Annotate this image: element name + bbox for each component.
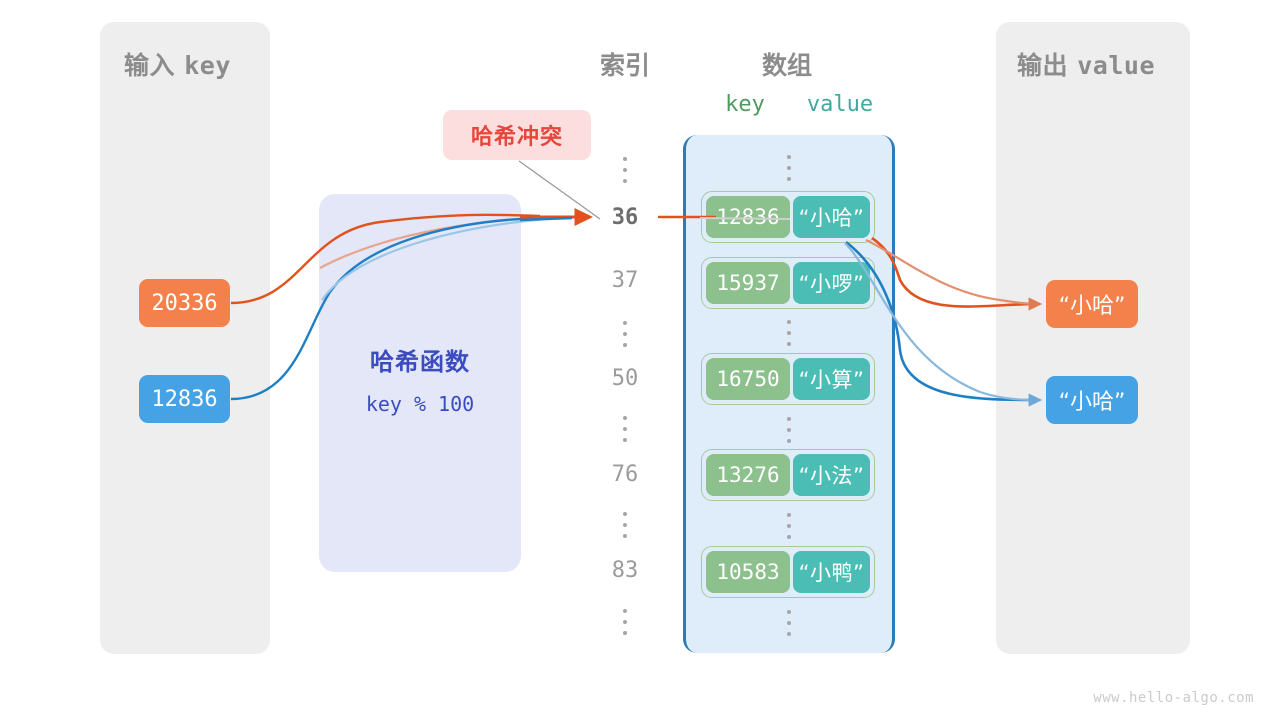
input-panel-title-mono: key xyxy=(184,51,231,80)
output-panel-title: 输出 value xyxy=(1017,46,1155,82)
index-label-76: 76 xyxy=(611,462,639,487)
array-cell: 16750“小算” xyxy=(701,353,875,405)
array-cell-key: 12836 xyxy=(706,196,790,238)
input-key-1: 12836 xyxy=(139,375,230,423)
array-cell-value: “小啰” xyxy=(793,262,870,304)
output-panel-title-mono: value xyxy=(1077,51,1155,80)
array-ellipsis xyxy=(783,417,795,443)
hash-function-formula: key % 100 xyxy=(365,392,475,416)
index-label-36: 36 xyxy=(611,205,639,230)
array-cell-key: 15937 xyxy=(706,262,790,304)
index-label-37: 37 xyxy=(611,268,639,293)
hash-function-box xyxy=(319,194,521,572)
index-label-83: 83 xyxy=(611,558,639,583)
array-ellipsis xyxy=(783,320,795,346)
output-value-0: “小哈” xyxy=(1046,280,1138,328)
array-cell-key: 16750 xyxy=(706,358,790,400)
array-ellipsis xyxy=(783,155,795,181)
value-sub-heading: value xyxy=(806,92,874,117)
output-panel-title-cn: 输出 xyxy=(1017,51,1069,80)
index-ellipsis xyxy=(619,321,631,347)
index-ellipsis xyxy=(619,416,631,442)
array-cell-value: “小算” xyxy=(793,358,870,400)
input-key-0-label: 20336 xyxy=(151,290,218,316)
array-cell-key: 13276 xyxy=(706,454,790,496)
array-cell: 10583“小鸭” xyxy=(701,546,875,598)
input-panel xyxy=(100,22,270,654)
site-watermark: www.hello-algo.com xyxy=(1093,690,1254,706)
array-cell: 13276“小法” xyxy=(701,449,875,501)
output-value-1-label: “小哈” xyxy=(1058,390,1126,415)
output-panel xyxy=(996,22,1190,654)
hash-collision-label: 哈希冲突 xyxy=(470,125,563,150)
key-sub-heading: key xyxy=(725,92,765,117)
array-cell: 15937“小啰” xyxy=(701,257,875,309)
input-key-0: 20336 xyxy=(139,279,230,327)
output-value-1: “小哈” xyxy=(1046,376,1138,424)
array-cell-value: “小鸭” xyxy=(793,551,870,593)
index-label-50: 50 xyxy=(611,366,639,391)
index-ellipsis xyxy=(619,609,631,635)
output-value-0-label: “小哈” xyxy=(1058,294,1126,319)
wire-arrow-to-index-36-blue xyxy=(519,216,573,222)
array-cell-value: “小哈” xyxy=(793,196,870,238)
array-cell-key: 10583 xyxy=(706,551,790,593)
hash-collision-callout: 哈希冲突 xyxy=(443,110,591,160)
array-cell: 12836“小哈” xyxy=(701,191,875,243)
input-panel-title: 输入 key xyxy=(124,46,231,82)
index-column-heading: 索引 xyxy=(599,51,650,80)
array-ellipsis xyxy=(783,513,795,539)
array-cell-value: “小法” xyxy=(793,454,870,496)
input-panel-title-cn: 输入 xyxy=(124,51,176,80)
array-ellipsis xyxy=(783,610,795,636)
index-ellipsis xyxy=(619,512,631,538)
index-ellipsis xyxy=(619,157,631,183)
hash-function-title: 哈希函数 xyxy=(370,348,470,376)
input-key-1-label: 12836 xyxy=(151,386,218,412)
array-column-heading: 数组 xyxy=(761,51,812,80)
